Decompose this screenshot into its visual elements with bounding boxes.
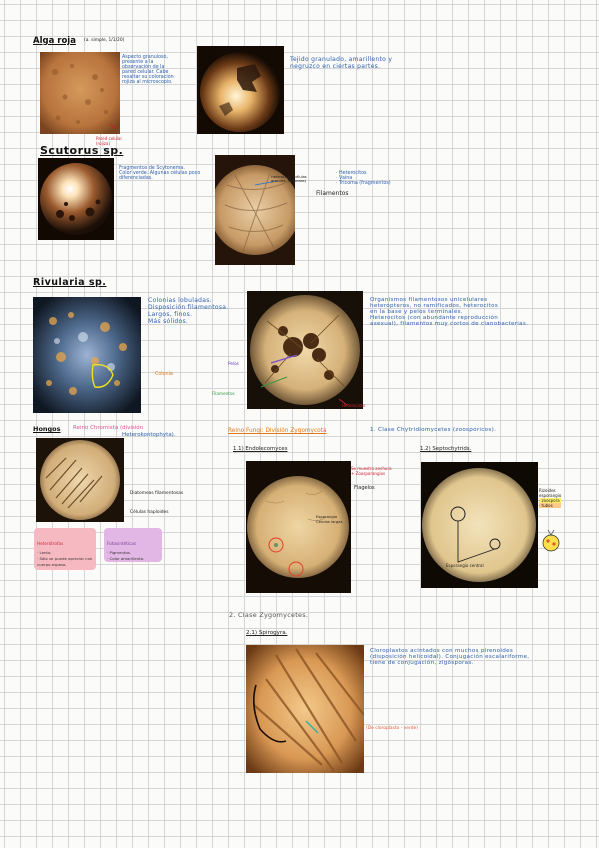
micrograph-rivularia-2	[247, 291, 363, 409]
hongos-title-note-2: Heterokontophyta).	[122, 432, 176, 438]
label-rivularia-yellow: Colonia	[155, 372, 173, 377]
doodle-sporangium	[540, 528, 562, 554]
label-esporangio-central: Esporangio central	[446, 563, 484, 568]
section-title-rivularia: Rivularia sp.	[33, 277, 107, 288]
micrograph-rivularia-1	[33, 297, 141, 413]
note-septochytrids-side: Rizoides esporangio · zoospora · tubos	[539, 488, 562, 508]
note-scutorus-right: · Heterocitos · Vaina · Tricoma (fragmen…	[336, 171, 391, 186]
micrograph-scutorus-2	[215, 155, 295, 265]
micrograph-alga-1	[40, 52, 120, 134]
sticky-note-heterotrofas: Heterótrofas · Lento. · Sólo se puede ap…	[34, 528, 96, 570]
item-endolecomyces: 1.1) Endolecomyces	[233, 446, 288, 452]
micrograph-alga-2	[197, 46, 284, 134]
label-hongos-1: Diatomeas filamentosas	[130, 491, 184, 496]
label-endolecomyces-photo: Esporangio Células largas	[316, 514, 343, 524]
label-spirogyra-green: (De cloroplasto - verde)	[366, 726, 418, 731]
sticky-note-fotosinteticas: Fotosintéticas · Pigmentos. · Color amar…	[104, 528, 162, 562]
item-septochytrids: 1.2) Septochytrids.	[420, 446, 472, 452]
label-rivularia-purple: Pelos	[228, 361, 239, 366]
item-spirogyra: 2.1) Spirogyra.	[246, 630, 288, 636]
note-rivularia-left: Colonias lobuladas. Disposición filament…	[148, 297, 229, 325]
note-scutorus-left: Fragmentos de Scytonema. Color verde. Al…	[119, 166, 201, 181]
section-title-hongos: Hongos	[33, 425, 61, 433]
micrograph-septochytrids	[421, 462, 538, 588]
heading-reino-fungi: Reino Fungi: División Zygomycota	[228, 428, 327, 434]
label-rivularia-green: Filamentos	[212, 391, 235, 396]
heading-clase-chytrid: 1. Clase Chytridiomycetes (zoospóricos).	[370, 427, 497, 433]
section-title-alga: Alga roja	[33, 36, 76, 46]
label-flagelos: Flagelos	[354, 485, 375, 491]
hongos-title-note: Reino Chromista (división	[73, 425, 144, 431]
label-scutorus-bullet: Filamentos	[316, 190, 349, 197]
sticky-pink-head: Heterótrofas	[37, 541, 64, 546]
note-alga-right: Tejido granulado, amarillento y negruzco…	[290, 56, 393, 70]
micrograph-hongos	[36, 438, 124, 522]
section-subtitle-alga: (a. simple, 1/1/20)	[84, 38, 125, 43]
note-spirogyra: Cloroplastos acintados con muchos pireno…	[370, 648, 530, 666]
micrograph-scutorus-1	[38, 158, 114, 240]
section-title-scutorus: Scutorus sp.	[40, 144, 124, 157]
micrograph-endolecomyces	[246, 461, 351, 593]
sticky-lilac-head: Fotosintéticas	[107, 541, 137, 546]
note-endolecomyces: Se muestra anchura + Zoosporangios	[351, 466, 392, 476]
note-rivularia-right: Organismos filamentosos unicelulares het…	[370, 297, 529, 327]
label-alga-red: Pared celular (rojiza)	[96, 136, 123, 146]
label-hongos-2: Células haploides	[130, 510, 169, 515]
note-alga-left: Aspecto granuloso, presente a la observa…	[122, 55, 174, 85]
heading-clase-zygo: 2. Clase Zygomycetes.	[229, 611, 309, 619]
label-rivularia-red: Heterocisto	[342, 403, 365, 408]
label-scutorus-photo: Heterocisto (células grandes, redondas)	[271, 175, 307, 183]
micrograph-spirogyra	[246, 645, 364, 773]
